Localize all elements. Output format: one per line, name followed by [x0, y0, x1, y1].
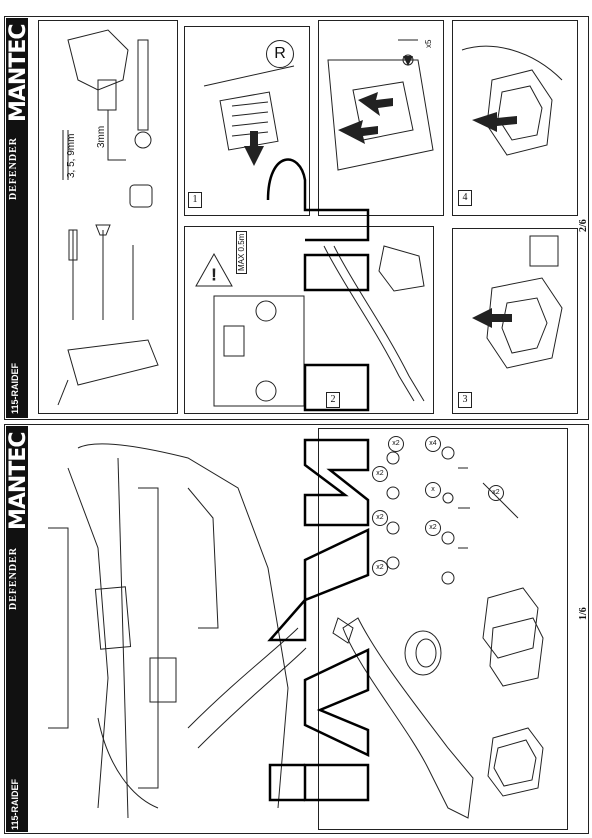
sheet-right-doc-code: 115-RAIDEF — [10, 362, 20, 414]
tools-drawing — [57, 29, 159, 406]
max-height-warning: MAX 0.5m — [236, 230, 247, 274]
qty-bubble: x2 — [488, 485, 504, 501]
sheet-left-model: DEFENDER — [8, 546, 19, 610]
sheet-left-doc-code: 115-RAIDEF — [10, 778, 20, 830]
sheet-right-frame — [4, 16, 589, 420]
step-1-panel — [184, 26, 310, 216]
step-2-drawing: ! — [195, 245, 425, 407]
sheet-right-brand-logo: MANTEC — [6, 24, 31, 122]
step-3-panel — [452, 228, 578, 414]
step-1-drawing — [203, 65, 295, 166]
vehicle-overview-drawing — [48, 443, 307, 819]
allen-size-label: 3mm — [96, 125, 107, 148]
spanner-sizes-label: 3, 5, 9mm — [66, 133, 77, 178]
step-4-number: 4 — [458, 190, 472, 206]
tools-panel — [38, 20, 178, 414]
parts-list-drawing — [332, 446, 544, 819]
step-4-drawing — [461, 45, 563, 156]
qty-bubble: x2 — [388, 436, 404, 452]
step-2-number: 2 — [326, 392, 340, 408]
right-hand-badge: R — [266, 40, 294, 68]
sheet-left-brand-logo: MANTEC — [6, 432, 31, 530]
step-2-detail-drawing — [327, 39, 434, 171]
step-3-number: 3 — [458, 392, 472, 408]
qty-bubble: x4 — [425, 436, 441, 452]
screw-count-label: x5 — [424, 39, 433, 48]
sheet-left-page-number: 1/6 — [578, 607, 589, 620]
svg-text:!: ! — [212, 267, 216, 284]
vehicle-overview-panel — [38, 428, 310, 828]
parts-list-panel — [318, 428, 568, 830]
qty-bubble: x — [425, 482, 441, 498]
sheet-right-page-number: 2/6 — [578, 219, 589, 232]
step-1-number: 1 — [188, 192, 202, 208]
step-3-drawing — [472, 235, 563, 369]
step-4-panel — [452, 20, 578, 216]
qty-bubble: x2 — [372, 560, 388, 576]
qty-bubble: x2 — [372, 510, 388, 526]
step-2-detail-panel — [318, 20, 444, 216]
sheet-left-header-band — [6, 426, 28, 832]
qty-bubble: x2 — [372, 466, 388, 482]
sheet-right-header-band — [6, 18, 28, 418]
sheet-right-model: DEFENDER — [8, 136, 19, 200]
qty-bubble: x2 — [425, 520, 441, 536]
sheet-left-frame — [4, 424, 589, 834]
